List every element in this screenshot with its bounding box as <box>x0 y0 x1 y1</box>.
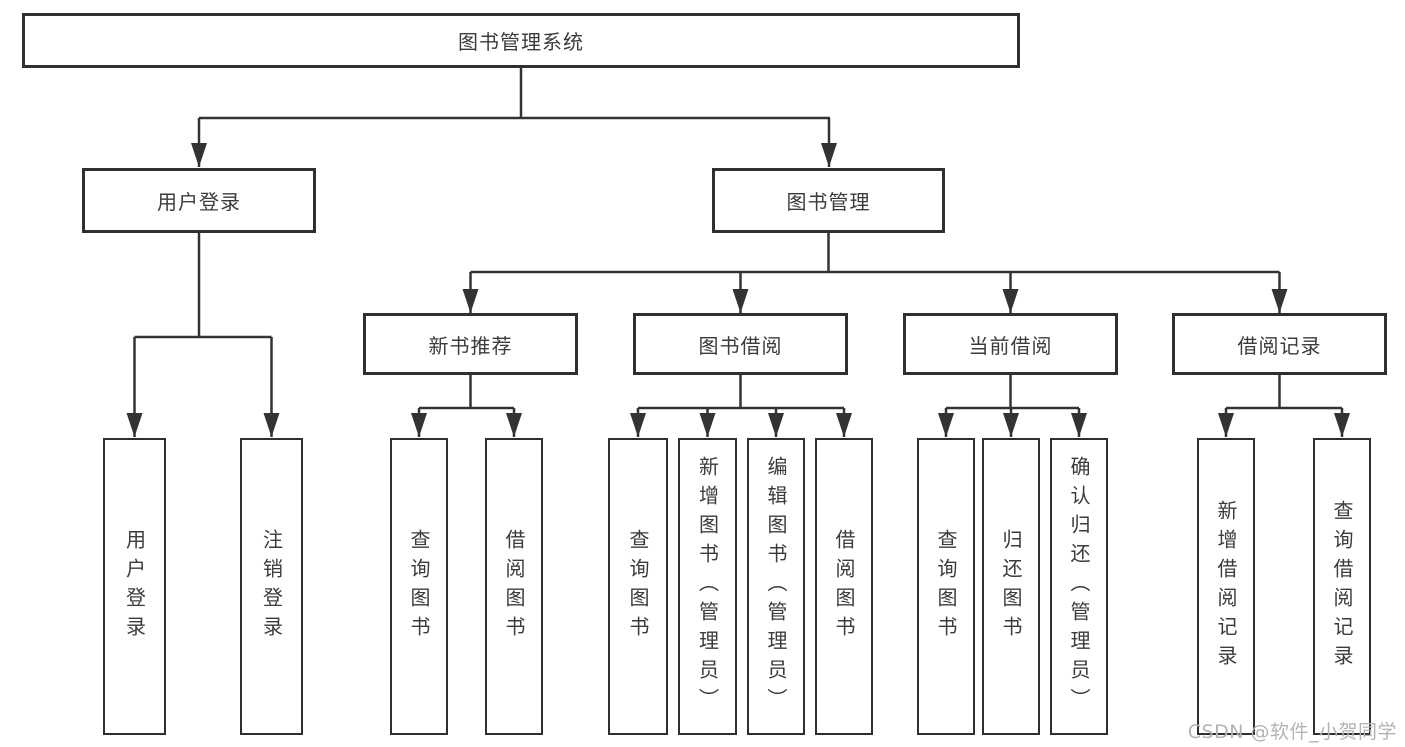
node-root-system: 图书管理系统 <box>22 13 1020 68</box>
leaf-logout: 注销登录 <box>240 438 303 735</box>
node-borrow-record-label: 借阅记录 <box>1237 333 1322 358</box>
node-borrow-record: 借阅记录 <box>1172 313 1387 375</box>
leaf-borrow-edit-admin: 编辑图书（管理员） <box>747 438 805 735</box>
leaf-newbook-query: 查询图书 <box>390 438 448 735</box>
leaf-borrow-query: 查询图书 <box>608 438 668 735</box>
leaf-current-query: 查询图书 <box>917 438 975 735</box>
leaf-return-book-label: 归还图书 <box>999 528 1023 645</box>
leaf-user-login: 用户登录 <box>103 438 166 735</box>
node-new-book-recommend: 新书推荐 <box>363 313 578 375</box>
node-book-management: 图书管理 <box>712 168 945 233</box>
node-book-borrow: 图书借阅 <box>633 313 848 375</box>
leaf-borrow-edit-admin-label: 编辑图书（管理员） <box>764 456 788 717</box>
leaf-confirm-return-admin: 确认归还（管理员） <box>1050 438 1108 735</box>
node-root-system-label: 图书管理系统 <box>458 30 584 54</box>
leaf-confirm-return-admin-label: 确认归还（管理员） <box>1067 456 1091 717</box>
leaf-record-query: 查询借阅记录 <box>1313 438 1371 735</box>
node-book-borrow-label: 图书借阅 <box>698 333 783 358</box>
leaf-newbook-borrow-label: 借阅图书 <box>502 528 526 645</box>
leaf-borrow-book-label: 借阅图书 <box>832 528 856 645</box>
leaf-return-book: 归还图书 <box>982 438 1040 735</box>
node-current-borrow: 当前借阅 <box>903 313 1118 375</box>
node-current-borrow-label: 当前借阅 <box>968 333 1053 358</box>
node-book-management-label: 图书管理 <box>786 190 871 214</box>
csdn-watermark: CSDN @软件_小贺同学 <box>1187 721 1397 743</box>
leaf-borrow-add-admin: 新增图书（管理员） <box>678 438 737 735</box>
leaf-logout-label: 注销登录 <box>259 528 284 645</box>
leaf-current-query-label: 查询图书 <box>934 528 958 645</box>
node-new-book-recommend-label: 新书推荐 <box>428 333 513 358</box>
leaf-record-add: 新增借阅记录 <box>1197 438 1255 735</box>
leaf-newbook-borrow: 借阅图书 <box>485 438 543 735</box>
node-user-login-label: 用户登录 <box>157 190 241 214</box>
leaf-record-query-label: 查询借阅记录 <box>1330 499 1354 674</box>
leaf-user-login-label: 用户登录 <box>122 528 147 645</box>
leaf-newbook-query-label: 查询图书 <box>407 528 431 645</box>
leaf-borrow-add-admin-label: 新增图书（管理员） <box>695 456 720 717</box>
leaf-borrow-query-label: 查询图书 <box>626 528 650 645</box>
leaf-borrow-book: 借阅图书 <box>815 438 873 735</box>
leaf-record-add-label: 新增借阅记录 <box>1214 499 1238 674</box>
node-user-login: 用户登录 <box>82 168 316 233</box>
